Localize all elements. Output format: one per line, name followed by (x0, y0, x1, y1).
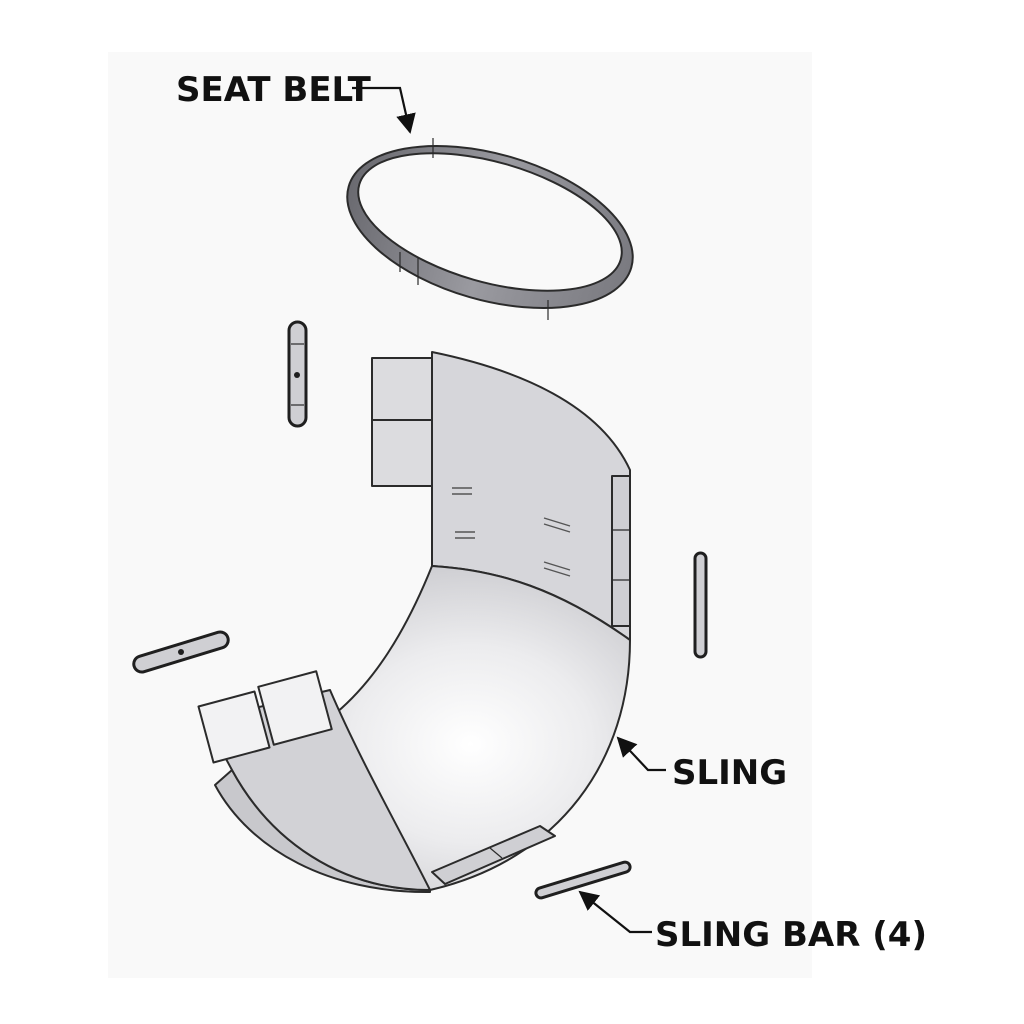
sling-bar-part-upper-left (287, 320, 308, 428)
sling-bar-part-right (693, 551, 708, 659)
seat-belt-leader-line (352, 86, 416, 134)
sling-bar-leader-line (578, 890, 652, 934)
sling-bar-label: SLING BAR (4) (655, 915, 927, 955)
seat-belt-part (346, 138, 634, 320)
sling-bar-part-bottom (534, 860, 632, 900)
sling-part (197, 351, 631, 894)
seat-belt-label: SEAT BELT (176, 70, 372, 110)
sling-leader-line (616, 736, 666, 772)
sling-bar-part-left (132, 630, 230, 674)
sling-label: SLING (672, 753, 787, 793)
